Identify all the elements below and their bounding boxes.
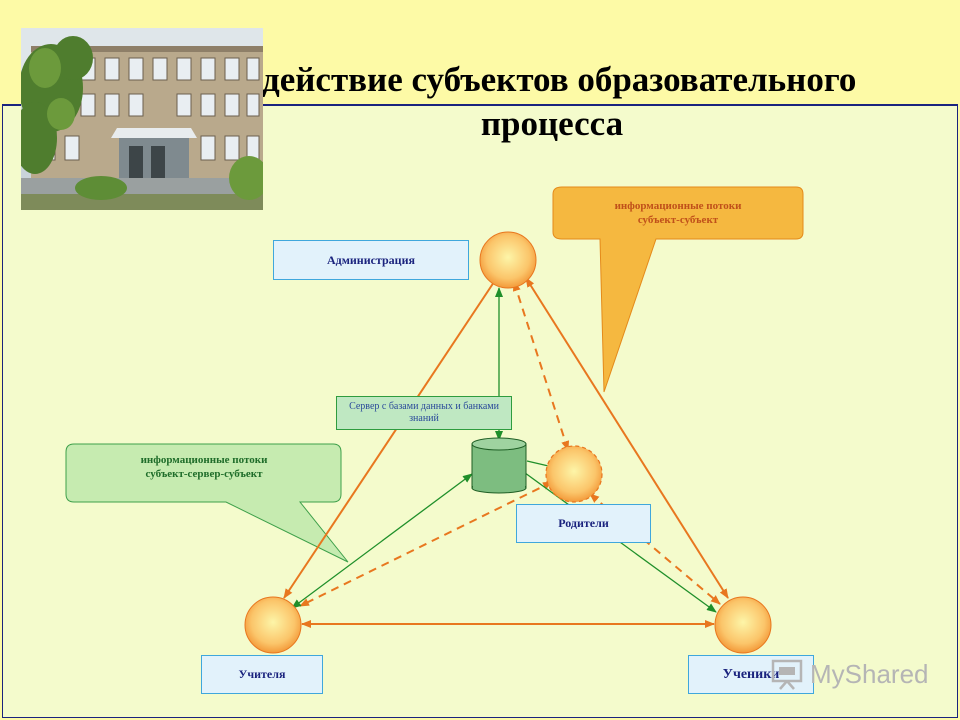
slide-title: действие субъектов образовательного проц… (0, 58, 960, 158)
title-line-1: действие субъектов образовательного (262, 60, 857, 99)
callout-subject-server-subject: информационные потоки субъект-сервер-суб… (68, 453, 340, 481)
node-students (714, 596, 772, 654)
callout-subject-subject: информационные потоки субъект-субъект (555, 199, 801, 227)
presentation-board-icon (771, 659, 803, 690)
label-server: Сервер с базами данных и банками знаний (336, 396, 512, 430)
callout-subject-subject-line-2: субъект-субъект (637, 214, 719, 226)
node-administration (479, 231, 537, 289)
label-parents: Родители (516, 504, 651, 543)
flow-admin-parents (512, 281, 570, 451)
title-line-2: процесса (480, 104, 624, 143)
watermark: MyShared (770, 654, 950, 694)
watermark-text: MyShared (810, 658, 929, 689)
flow-admin-teachers (283, 275, 499, 599)
server-database-icon (471, 437, 527, 494)
node-teachers (244, 596, 302, 654)
school-building-photo (21, 28, 263, 210)
callout-subject-server-subject-line-2: субъект-сервер-субъект (145, 468, 263, 480)
flow-admin-students (525, 277, 729, 599)
flow-server-teachers (291, 473, 473, 609)
label-teachers: Учителя (201, 655, 323, 694)
callout-subject-server-subject-line-1: информационные потоки (140, 454, 268, 466)
callout-subject-subject-line-1: информационные потоки (614, 200, 742, 212)
label-administration: Администрация (273, 240, 469, 280)
node-parents (545, 445, 603, 503)
